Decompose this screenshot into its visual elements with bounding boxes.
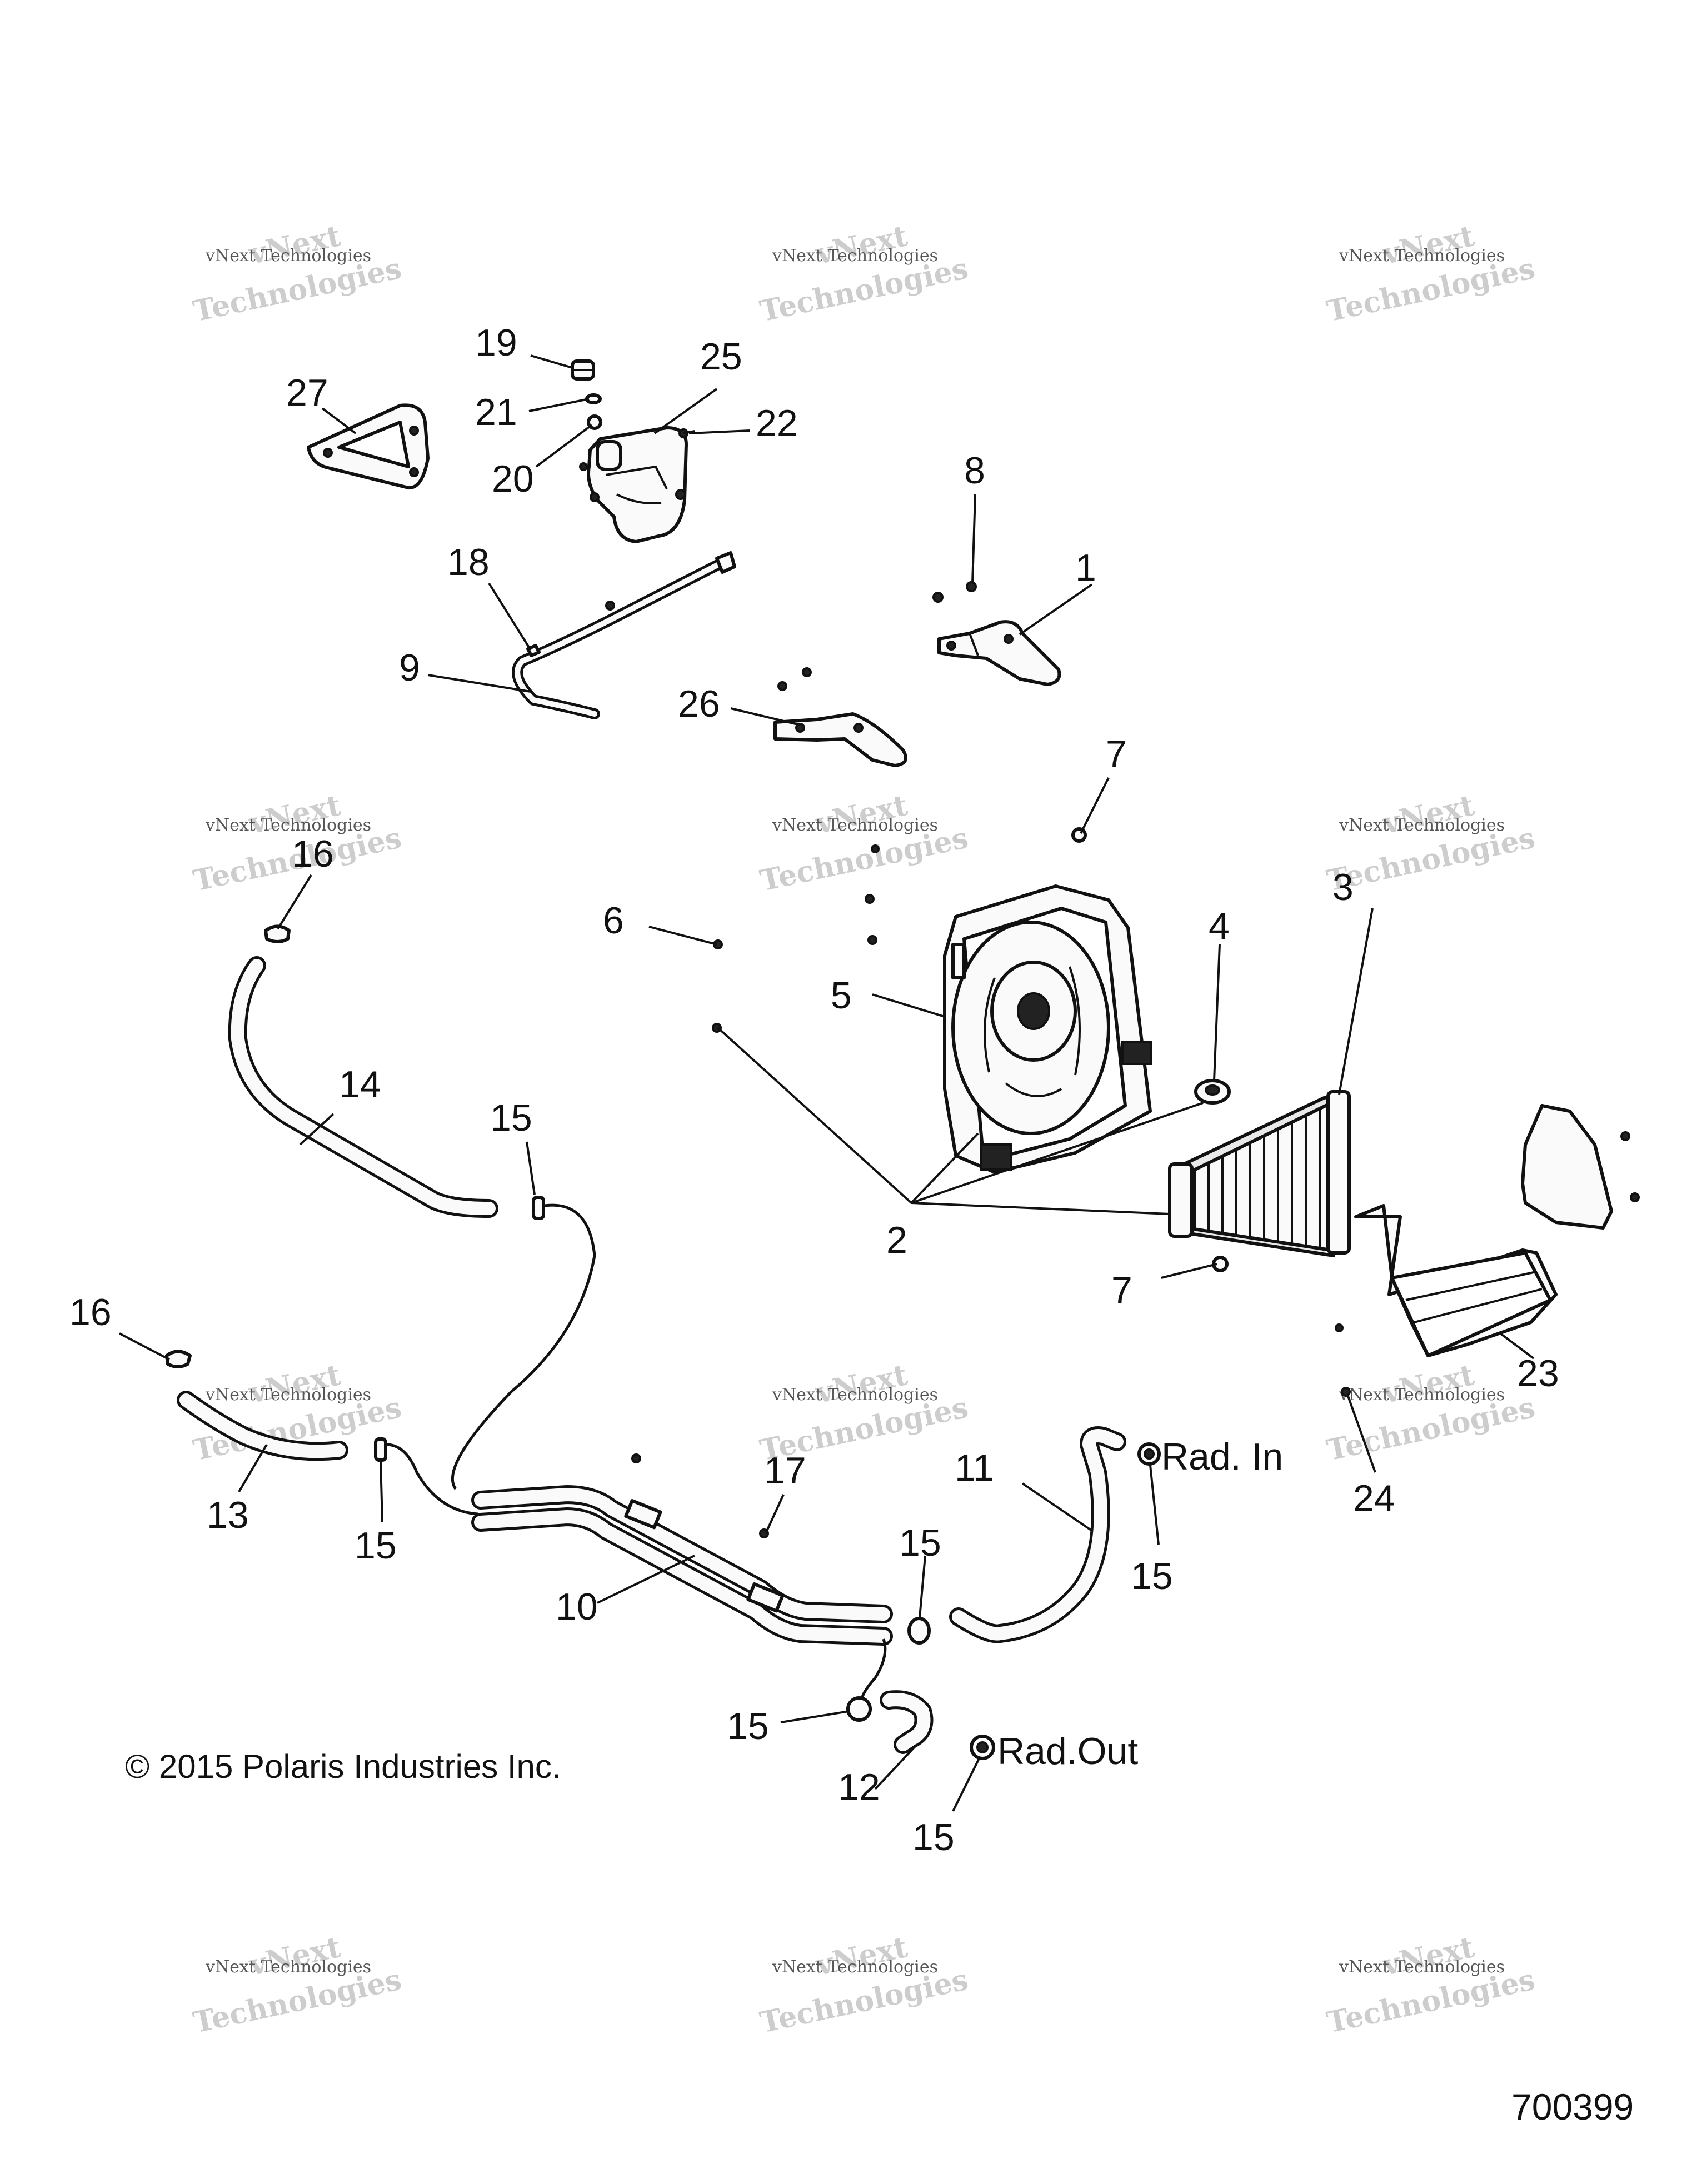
bracket-26-part xyxy=(773,667,907,767)
radiator-3-part xyxy=(1168,1090,1351,1257)
watermark-text: vNext Technologies xyxy=(205,1385,371,1405)
callout-7a: 7 xyxy=(1106,733,1127,775)
watermark: vNext Technologies xyxy=(757,788,971,898)
clamp-15-part xyxy=(846,1696,872,1722)
callout-25: 25 xyxy=(700,336,742,378)
watermark: vNext Technologies xyxy=(757,219,971,328)
hose-14-part xyxy=(228,956,498,1218)
watermark: vNext Technologies xyxy=(190,1930,404,2040)
callout-15a: 15 xyxy=(490,1097,532,1139)
callout-24: 24 xyxy=(1353,1477,1395,1520)
callout-4: 4 xyxy=(1209,905,1230,947)
watermark: vNext Technologies xyxy=(190,219,404,328)
fastener-part xyxy=(631,1453,641,1463)
watermark-text: vNext Technologies xyxy=(1339,1385,1505,1405)
callout-1: 1 xyxy=(1075,547,1096,589)
nut-part xyxy=(871,844,880,853)
coolant-reservoir-25-part xyxy=(579,426,688,543)
callout-16b: 16 xyxy=(69,1291,112,1333)
callout-15e: 15 xyxy=(727,1705,769,1747)
nut-7-part xyxy=(1071,827,1087,843)
fastener-part xyxy=(605,601,615,611)
watermark-text: vNext Technologies xyxy=(205,816,371,835)
callout-11: 11 xyxy=(955,1447,994,1489)
rad-in-label: Rad. In xyxy=(1161,1436,1283,1478)
callout-15d: 15 xyxy=(1131,1555,1173,1597)
callout-20: 20 xyxy=(492,458,534,500)
bracket-1-part xyxy=(937,620,1061,686)
clamp-16-part xyxy=(165,1350,192,1368)
watermark-text: vNext Technologies xyxy=(1339,246,1505,266)
elbow-hose-12-part xyxy=(880,1690,934,1754)
coolant-tubes-10-part xyxy=(471,1485,893,1646)
document-number: 700399 xyxy=(1511,2086,1634,2127)
radiator-fins xyxy=(1194,1110,1321,1249)
callout-10: 10 xyxy=(556,1586,598,1628)
callout-15f: 15 xyxy=(912,1816,955,1858)
callout-15c: 15 xyxy=(899,1522,941,1564)
callout-23: 23 xyxy=(1517,1352,1559,1395)
copyright-text: © 2015 Polaris Industries Inc. xyxy=(125,1748,561,1785)
callout-18: 18 xyxy=(447,541,490,583)
watermark-text: vNext Technologies xyxy=(772,1957,938,1977)
watermark: vNext Technologies xyxy=(1324,1930,1538,2040)
grommet-4-part xyxy=(1194,1079,1231,1105)
screw-24-part xyxy=(1341,1387,1351,1397)
callout-13: 13 xyxy=(207,1494,249,1536)
clamp-15-part xyxy=(1137,1442,1161,1466)
callout-7b: 7 xyxy=(1111,1269,1132,1311)
fan-shroud-5-part xyxy=(943,884,1152,1174)
callout-16a: 16 xyxy=(292,833,334,875)
callout-14: 14 xyxy=(339,1063,381,1106)
watermark-text: vNext Technologies xyxy=(772,246,938,266)
callout-21: 21 xyxy=(475,391,517,433)
guard-23-part xyxy=(1335,1104,1640,1357)
watermark: vNext Technologies xyxy=(1324,219,1538,328)
callout-15b: 15 xyxy=(355,1525,397,1567)
watermark-text: vNext Technologies xyxy=(772,816,938,835)
nut-part xyxy=(865,894,875,904)
callout-19: 19 xyxy=(475,322,517,364)
callout-2: 2 xyxy=(886,1219,907,1261)
clamp-15-part xyxy=(451,1196,596,1490)
watermark-text: vNext Technologies xyxy=(205,246,371,266)
callout-17: 17 xyxy=(764,1450,806,1492)
watermark-text: vNext Technologies xyxy=(1339,816,1505,835)
rad-out-label: Rad.Out xyxy=(997,1730,1138,1772)
callout-8: 8 xyxy=(964,449,985,492)
watermark-text: vNext Technologies xyxy=(205,1957,371,1977)
hose-13-part xyxy=(177,1391,348,1461)
callout-3: 3 xyxy=(1332,866,1354,908)
overflow-hose-9-part xyxy=(512,551,736,719)
nut-part xyxy=(867,935,877,945)
callout-6: 6 xyxy=(603,899,624,942)
bolt-8-part xyxy=(932,581,977,603)
cap-19-part xyxy=(571,359,595,381)
watermark-text: vNext Technologies xyxy=(1339,1957,1505,1977)
callout-9: 9 xyxy=(399,647,420,689)
clamp-16-part xyxy=(264,924,291,943)
watermark-text: vNext Technologies xyxy=(772,1385,938,1405)
clamp-15-part xyxy=(970,1735,995,1760)
leader-lines xyxy=(119,354,1535,1812)
callout-26: 26 xyxy=(678,683,720,725)
watermark: vNext Technologies xyxy=(1324,1358,1538,1467)
callout-22: 22 xyxy=(756,402,798,444)
callout-27: 27 xyxy=(286,372,328,414)
watermark: vNext Technologies xyxy=(757,1930,971,2040)
clamp-15-part xyxy=(374,1437,478,1516)
bracket-27-part xyxy=(307,403,430,490)
hose-11-part xyxy=(949,1426,1126,1643)
callout-5: 5 xyxy=(831,974,852,1017)
callout-12: 12 xyxy=(838,1766,880,1808)
callouts: 27 19 21 20 25 22 8 1 18 9 26 7 6 4 3 5 … xyxy=(69,322,1559,1858)
